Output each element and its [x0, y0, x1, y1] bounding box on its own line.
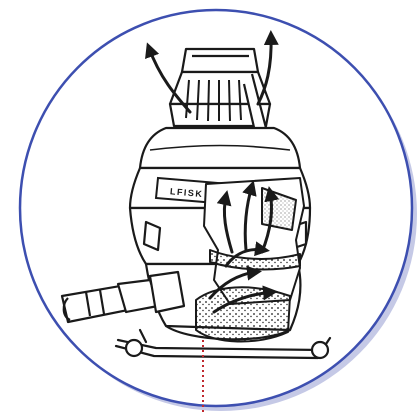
exhaust-cap	[170, 49, 270, 136]
cutaway-interior	[196, 178, 304, 342]
